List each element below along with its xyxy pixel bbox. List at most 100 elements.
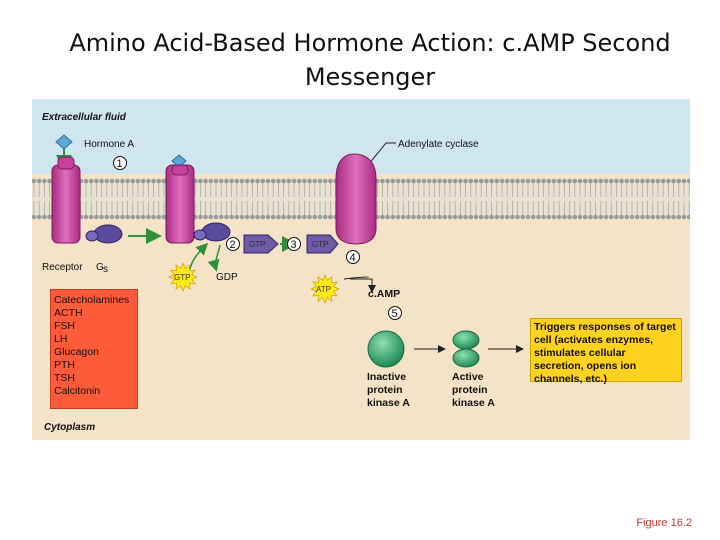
phospholipid-head-bottom xyxy=(671,214,676,220)
gdp-release-arrow xyxy=(207,244,221,272)
phospholipid-head-top xyxy=(109,178,115,184)
atp-label: ATP xyxy=(316,285,331,294)
phospholipid-head-bottom xyxy=(640,214,645,220)
step-5-label: 5 xyxy=(392,308,398,320)
phospholipid-head-top xyxy=(577,178,583,184)
phospholipid-head-top xyxy=(608,178,614,184)
phospholipid-head-bottom xyxy=(317,214,323,220)
phospholipid-head-top xyxy=(614,178,619,184)
phospholipid-head-top xyxy=(32,178,37,184)
hormone-list-item: TSH xyxy=(54,372,75,384)
phospholipid-head-bottom xyxy=(296,214,302,220)
phospholipid-head-top xyxy=(458,178,463,184)
receptor-bound xyxy=(165,164,195,244)
phospholipid-head-bottom xyxy=(32,214,37,220)
phospholipid-head-bottom xyxy=(562,214,567,220)
phospholipid-head-bottom xyxy=(650,214,656,220)
alpha-subunit-gtp xyxy=(243,234,279,254)
phospholipid-head-bottom xyxy=(437,214,442,220)
phospholipid-head-top xyxy=(99,178,104,184)
phospholipid-head-top xyxy=(390,178,396,184)
phospholipid-head-top xyxy=(239,178,245,184)
phospholipid-head-bottom xyxy=(281,214,286,220)
phospholipid-head-bottom xyxy=(426,214,432,220)
phospholipid-head-bottom xyxy=(447,214,453,220)
phospholipid-head-bottom xyxy=(140,214,146,220)
phospholipid-head-top xyxy=(302,178,307,184)
phospholipid-head-top xyxy=(546,178,552,184)
phospholipid-head-bottom xyxy=(432,214,437,220)
phospholipid-head-top xyxy=(530,178,536,184)
phospholipid-head-top xyxy=(562,178,567,184)
hormone-a-molecule xyxy=(55,134,73,150)
phospholipid-head-top xyxy=(224,178,229,184)
phospholipid-head-top xyxy=(83,178,89,184)
phospholipid-head-top xyxy=(603,178,609,184)
phospholipid-head-bottom xyxy=(42,214,47,220)
phospholipid-head-top xyxy=(593,178,598,184)
gdp-label: GDP xyxy=(216,272,238,283)
phospholipid-head-top xyxy=(432,178,437,184)
hormone-list-item: FSH xyxy=(54,320,75,332)
phospholipid-head-top xyxy=(270,178,276,184)
phospholipid-head-top xyxy=(208,178,214,184)
phospholipid-head-bottom xyxy=(468,214,474,220)
phospholipid-head-top xyxy=(551,178,557,184)
phospholipid-head-bottom xyxy=(608,214,614,220)
phospholipid-head-bottom xyxy=(666,214,671,220)
phospholipid-head-top xyxy=(385,178,390,184)
phospholipid-head-top xyxy=(515,178,520,184)
phospholipid-head-top xyxy=(499,178,505,184)
phospholipid-head-bottom xyxy=(146,214,151,220)
phospholipid-head-bottom xyxy=(515,214,520,220)
phospholipid-head-top xyxy=(572,178,578,184)
phospholipid-head-top xyxy=(520,178,526,184)
phospholipid-head-top xyxy=(125,178,130,184)
phospholipid-head-top xyxy=(619,178,624,184)
phospholipid-head-top xyxy=(151,178,156,184)
phospholipid-head-top xyxy=(629,178,635,184)
phospholipid-head-bottom xyxy=(156,214,162,220)
phospholipid-head-top xyxy=(234,178,240,184)
phospholipid-head-top xyxy=(588,178,593,184)
phospholipid-head-bottom xyxy=(536,214,541,220)
phospholipid-head-bottom xyxy=(224,214,229,220)
phospholipid-head-top xyxy=(650,178,656,184)
phospholipid-head-top xyxy=(567,178,572,184)
phospholipid-head-top xyxy=(598,178,604,184)
phospholipid-head-top xyxy=(645,178,650,184)
phospholipid-head-bottom xyxy=(109,214,115,220)
adenylate-cyclase-pointer xyxy=(367,142,396,166)
phospholipid-head-bottom xyxy=(598,214,604,220)
phospholipid-head-top xyxy=(265,178,271,184)
phospholipid-head-top xyxy=(416,178,422,184)
phospholipid-head-bottom xyxy=(556,214,562,220)
step-1-label: 1 xyxy=(117,158,123,170)
phospholipid-head-top xyxy=(250,178,255,184)
phospholipid-head-bottom xyxy=(198,214,203,220)
phospholipid-head-bottom xyxy=(390,214,396,220)
phospholipid-head-bottom xyxy=(255,214,260,220)
phospholipid-head-top xyxy=(556,178,562,184)
phospholipid-head-bottom xyxy=(234,214,240,220)
phospholipid-head-top xyxy=(660,178,666,184)
phospholipid-head-top xyxy=(473,178,479,184)
phospholipid-head-top xyxy=(447,178,453,184)
phospholipid-head-top xyxy=(260,178,266,184)
hormone-list-box: Catecholamines ACTH FSH LH Glucagon PTH … xyxy=(50,289,138,409)
phospholipid-head-bottom xyxy=(686,214,690,220)
phospholipid-head-top xyxy=(161,178,167,184)
step-3-label: 3 xyxy=(291,239,297,251)
hormone-list-item: Calcitonin xyxy=(54,385,101,397)
phospholipid-head-top xyxy=(380,178,385,184)
phospholipid-head-bottom xyxy=(567,214,572,220)
phospholipid-head-bottom xyxy=(151,214,156,220)
inactive-kinase-label-2: protein xyxy=(367,384,403,396)
phospholipid-head-top xyxy=(255,178,260,184)
phospholipid-head-bottom xyxy=(645,214,650,220)
phospholipid-head-top xyxy=(671,178,676,184)
phospholipid-head-top xyxy=(312,178,318,184)
figure-label: Figure 16.2 xyxy=(636,517,692,529)
phospholipid-head-top xyxy=(582,178,588,184)
phospholipid-head-bottom xyxy=(135,214,141,220)
